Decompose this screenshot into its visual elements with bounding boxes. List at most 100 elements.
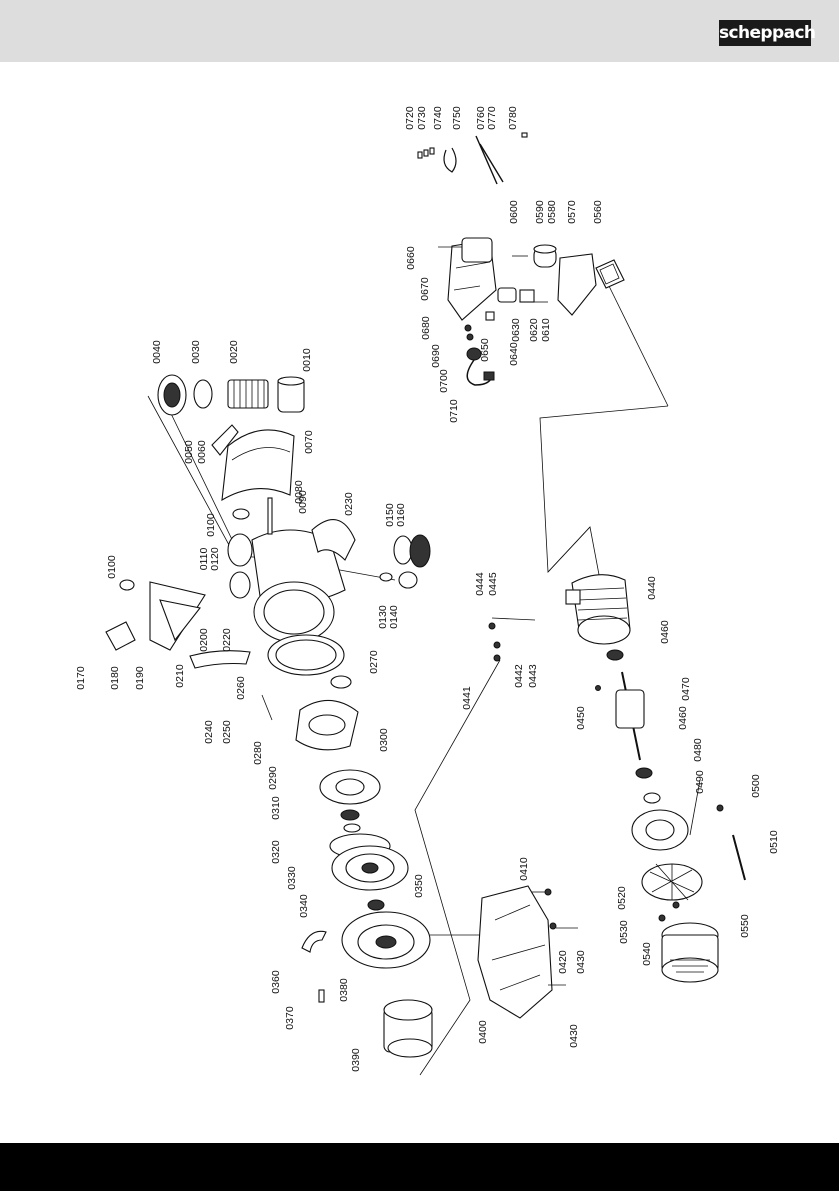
footer-band [0, 1143, 839, 1191]
part-label-0640: 0640 [508, 342, 520, 366]
part-label-0230: 0230 [343, 492, 355, 516]
part-0160-nut [393, 534, 431, 568]
part-0100-cap [232, 508, 250, 520]
part-0030-ring [193, 379, 213, 409]
brand-logo: scheppach [719, 20, 816, 46]
part-label-0445: 0445 [487, 572, 499, 596]
part-0050-bracket [211, 424, 239, 456]
part-0140-cap [379, 571, 418, 589]
part-0760-rod [475, 135, 498, 185]
part-label-0442: 0442 [513, 664, 525, 688]
part-0445-rod [491, 617, 536, 621]
part-label-0530: 0530 [618, 920, 630, 944]
header-band [0, 0, 839, 62]
part-label-0430: 0430 [568, 1024, 580, 1048]
part-label-0670: 0670 [419, 277, 431, 301]
part-label-0260: 0260 [235, 676, 247, 700]
part-0040-knurled-cap [157, 374, 187, 416]
part-label-0020: 0020 [228, 340, 240, 364]
part-label-0120: 0120 [209, 547, 221, 571]
part-label-0441: 0441 [461, 686, 473, 710]
part-0170-handle [105, 579, 206, 651]
part-0470-rotor [615, 671, 645, 761]
part-label-0750: 0750 [451, 106, 463, 130]
part-label-0450: 0450 [575, 706, 587, 730]
part-0480-ring [643, 792, 661, 804]
part-0020-filter [227, 379, 269, 409]
part-0410-screws [532, 888, 578, 986]
part-0500-nut [716, 804, 724, 812]
part-label-0090: 0090 [297, 490, 309, 514]
part-label-0460: 0460 [659, 620, 671, 644]
part-0210-grip [189, 650, 251, 669]
part-0400-motor-housing [477, 885, 553, 1019]
part-0780-pin [521, 132, 528, 138]
part-label-0600: 0600 [508, 200, 520, 224]
part-0220-pump-body [227, 519, 356, 643]
part-0720-screws [417, 147, 435, 159]
part-0590-capacitor [533, 244, 557, 268]
part-0340-impeller [331, 845, 409, 891]
part-label-0160: 0160 [395, 503, 407, 527]
part-0570-base [557, 253, 597, 316]
part-label-0110: 0110 [198, 548, 210, 571]
part-label-0770: 0770 [486, 106, 498, 130]
part-label-0620: 0620 [528, 318, 540, 342]
part-label-0180: 0180 [109, 666, 121, 690]
part-label-0444: 0444 [474, 572, 486, 596]
part-0550-fan-cover [661, 922, 719, 983]
part-label-0130: 0130 [377, 605, 389, 629]
part-0450-washer [595, 685, 601, 691]
part-label-0380: 0380 [338, 978, 350, 1002]
part-label-0220: 0220 [221, 628, 233, 652]
part-0440-stator [565, 574, 631, 645]
part-label-0590: 0590 [534, 200, 546, 224]
part-label-0440: 0440 [646, 576, 658, 600]
part-label-0280: 0280 [252, 741, 264, 765]
part-label-0700: 0700 [438, 369, 450, 393]
part-label-0720: 0720 [404, 106, 416, 130]
part-0770-rod [479, 143, 504, 183]
part-0444-clip [488, 622, 496, 630]
part-label-0460: 0460 [677, 706, 689, 730]
part-0250-pin [261, 694, 273, 721]
part-label-0310: 0310 [270, 796, 282, 820]
part-0070-shield [221, 429, 295, 502]
part-label-0560: 0560 [592, 200, 604, 224]
part-label-0570: 0570 [566, 200, 578, 224]
part-0360-clamp [301, 930, 327, 953]
part-label-0290: 0290 [267, 766, 279, 790]
part-label-0730: 0730 [416, 106, 428, 130]
part-label-0400: 0400 [477, 1020, 489, 1044]
part-0370-screw [318, 989, 325, 1003]
part-0560-gasket [595, 259, 625, 289]
part-0540-screw [658, 914, 666, 922]
part-label-0200: 0200 [198, 628, 210, 652]
part-label-0150: 0150 [384, 503, 396, 527]
part-0010-cap [277, 376, 305, 413]
part-label-0630: 0630 [510, 318, 522, 342]
part-0390-cylinder [383, 999, 433, 1058]
part-label-0010: 0010 [301, 348, 313, 372]
exploded-parts-diagram: 0010002000300040005000600070008000900100… [75, 106, 780, 1076]
part-label-0070: 0070 [303, 430, 315, 454]
part-label-0300: 0300 [378, 728, 390, 752]
part-0080-bolt [267, 497, 273, 535]
part-0530-clip [672, 901, 680, 909]
part-label-0660: 0660 [405, 246, 417, 270]
part-label-0350: 0350 [413, 874, 425, 898]
part-0380-housing [341, 911, 431, 969]
part-label-0510: 0510 [768, 830, 780, 854]
part-label-0410: 0410 [518, 857, 530, 881]
part-label-0690: 0690 [430, 344, 442, 368]
part-label-0443: 0443 [527, 664, 539, 688]
part-0270-oring [330, 675, 352, 689]
part-label-0240: 0240 [203, 720, 215, 744]
part-label-0550: 0550 [739, 914, 751, 938]
part-label-0370: 0370 [284, 1006, 296, 1030]
part-0460-bearing [606, 649, 624, 661]
part-label-0100: 0100 [205, 513, 217, 537]
part-label-0680: 0680 [420, 316, 432, 340]
part-label-0480: 0480 [692, 738, 704, 762]
